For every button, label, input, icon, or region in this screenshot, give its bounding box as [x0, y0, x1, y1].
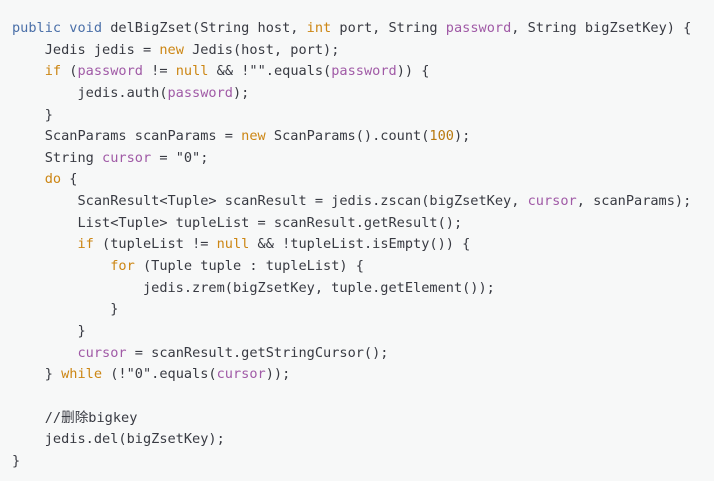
- code-line: } while (!"0".equals(cursor));: [12, 364, 714, 386]
- variable-token: cursor: [102, 149, 152, 166]
- code-line: ScanResult<Tuple> scanResult = jedis.zsc…: [12, 191, 714, 213]
- code-line: cursor = scanResult.getStringCursor();: [12, 343, 714, 365]
- code-line: for (Tuple tuple : tupleList) {: [12, 256, 714, 278]
- code-line: Jedis jedis = new Jedis(host, port);: [12, 40, 714, 62]
- code-line: if (password != null && !"".equals(passw…: [12, 61, 714, 83]
- code-text: List<Tuple> tupleList = scanResult.getRe…: [12, 214, 463, 231]
- variable-token: password: [445, 20, 512, 36]
- code-text: !=: [142, 63, 176, 80]
- variable-token: cursor: [527, 193, 577, 210]
- code-line: [12, 386, 714, 408]
- code-text: ScanParams scanParams =: [12, 128, 242, 145]
- code-text: (tupleList !=: [93, 236, 217, 253]
- variable-token: password: [77, 63, 143, 80]
- code-line: }: [12, 451, 714, 473]
- code-text: String: [12, 149, 103, 166]
- code-line: ScanParams scanParams = new ScanParams()…: [12, 126, 714, 148]
- code-text: )) {: [396, 63, 430, 80]
- code-text: jedis.auth(: [12, 84, 168, 101]
- code-text: [12, 236, 77, 252]
- code-text: );: [232, 84, 250, 101]
- code-text: }: [12, 322, 86, 339]
- keyword-token: new: [159, 41, 184, 58]
- code-text: [12, 258, 110, 274]
- keyword-token: for: [110, 258, 135, 275]
- code-text: Jedis jedis =: [12, 41, 160, 58]
- code-line: jedis.zrem(bigZsetKey, tuple.getElement(…: [12, 278, 714, 300]
- number-token: 100: [429, 128, 454, 145]
- code-text: , scanParams);: [576, 193, 692, 210]
- code-text: jedis.del(bigZsetKey);: [12, 431, 225, 448]
- code-line: //删除bigkey: [12, 408, 714, 430]
- code-text: }: [12, 452, 21, 469]
- variable-token: password: [167, 84, 233, 101]
- code-line: do {: [12, 169, 714, 191]
- code-line: List<Tuple> tupleList = scanResult.getRe…: [12, 213, 714, 235]
- code-text: ScanParams().count(: [265, 128, 430, 145]
- code-line: }: [12, 299, 714, 321]
- code-text: port, String: [331, 20, 446, 36]
- code-text: );: [453, 128, 471, 145]
- code-line: jedis.auth(password);: [12, 83, 714, 105]
- code-text: Jedis(host, port);: [183, 41, 340, 58]
- keyword-token: null: [216, 236, 250, 253]
- keyword-token: null: [175, 63, 209, 80]
- code-text: [12, 63, 45, 79]
- keyword-token: if: [44, 63, 62, 80]
- code-line: if (tupleList != null && !tupleList.isEm…: [12, 234, 714, 256]
- code-line: String cursor = "0";: [12, 148, 714, 170]
- code-text: (: [61, 63, 78, 80]
- code-line: }: [12, 321, 714, 343]
- code-text: {: [61, 171, 78, 188]
- code-line: public void delBigZset(String host, int …: [12, 18, 714, 40]
- code-text: ));: [265, 366, 291, 383]
- keyword-token: do: [44, 171, 62, 188]
- code-text: (!"0".equals(: [102, 366, 217, 383]
- keyword-token: while: [61, 366, 103, 383]
- modifier-token: public void: [12, 20, 103, 36]
- code-text: && !"".equals(: [208, 63, 332, 80]
- code-text: , String bigZsetKey) {: [511, 20, 692, 36]
- variable-token: cursor: [77, 344, 127, 361]
- code-line: }: [12, 105, 714, 127]
- code-text: }: [12, 366, 62, 383]
- keyword-token: if: [77, 236, 94, 253]
- code-text: = "0";: [151, 149, 209, 166]
- variable-token: cursor: [216, 366, 266, 383]
- code-content: public void delBigZset(String host, int …: [12, 18, 714, 472]
- code-text: }: [12, 106, 53, 123]
- code-text: (Tuple tuple : tupleList) {: [134, 258, 364, 275]
- code-line: jedis.del(bigZsetKey);: [12, 429, 714, 451]
- code-text: ScanResult<Tuple> scanResult = jedis.zsc…: [12, 193, 528, 210]
- code-text: [12, 171, 45, 187]
- code-text: && !tupleList.isEmpty()) {: [249, 236, 471, 253]
- variable-token: password: [331, 63, 397, 80]
- keyword-token: new: [241, 128, 266, 145]
- keyword-token: int: [306, 20, 332, 36]
- code-text: delBigZset(String host,: [102, 20, 307, 36]
- code-text: [12, 345, 77, 361]
- code-text: = scanResult.getStringCursor();: [126, 344, 389, 361]
- code-text: }: [12, 301, 119, 318]
- code-text: jedis.zrem(bigZsetKey, tuple.getElement(…: [12, 279, 495, 296]
- code-text: //删除bigkey: [12, 409, 138, 426]
